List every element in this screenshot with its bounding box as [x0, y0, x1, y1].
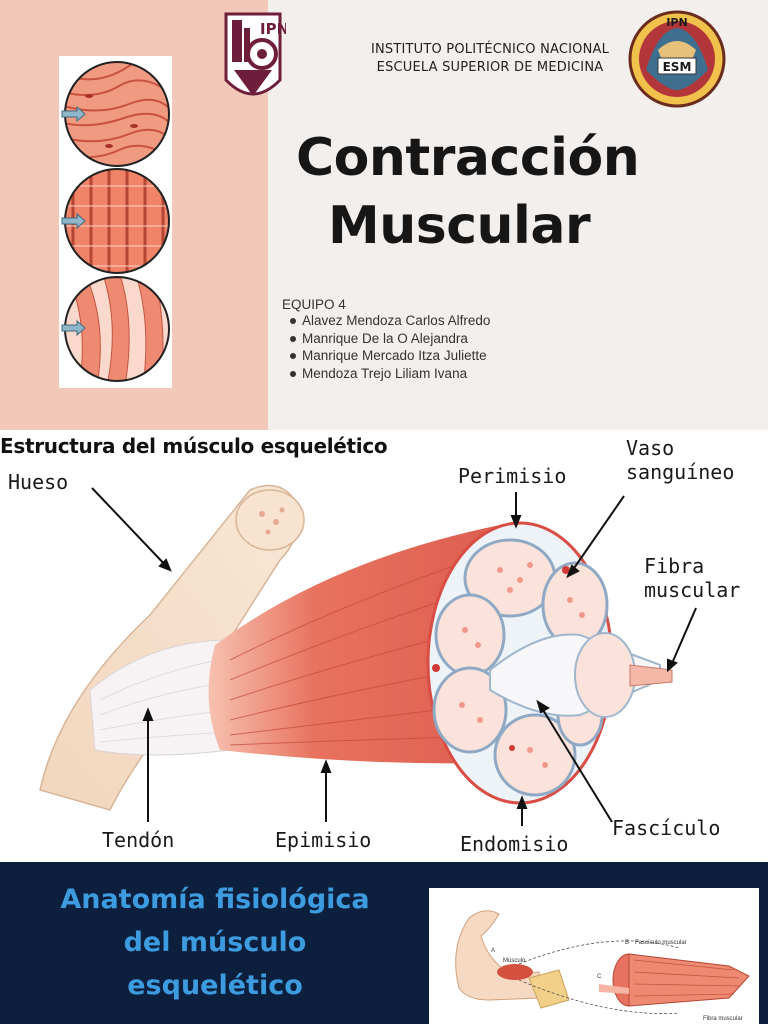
section-title-line-3: esquelético [127, 970, 303, 1001]
team-member: Mendoza Trejo Liliam Ivana [288, 365, 490, 383]
label-tendon: Tendón [102, 828, 175, 852]
esm-logo: ESM IPN [628, 10, 726, 108]
thumb-label-b: B [625, 940, 630, 946]
label-endomisio: Endomisio [460, 832, 569, 856]
section-band: Anatomía fisiológica del músculo esquelé… [0, 862, 768, 1024]
school-name: ESCUELA SUPERIOR DE MEDICINA [376, 60, 604, 75]
muscle-anatomy-illustration [39, 484, 697, 826]
label-hueso: Hueso [8, 470, 69, 494]
muscle-hierarchy-thumbnail: A Músculo B Fascículo muscular C Fibra m… [429, 888, 759, 1024]
diagram-title: Estructura del músculo esquelético [0, 434, 388, 458]
section-title-line-1: Anatomía fisiológica [60, 884, 370, 915]
muscle-fiber-illustration [59, 56, 172, 388]
team-member: Manrique Mercado Itza Juliette [288, 347, 490, 365]
label-muscular: muscular [644, 578, 741, 602]
ipn-logo: IPN [220, 10, 289, 110]
thumb-label-fibra: Fibra muscular [703, 1016, 743, 1022]
esm-logo-text: ESM [663, 60, 692, 74]
main-title-line-2: Muscular [328, 196, 591, 256]
skeletal-muscle-diagram: Estructura del músculo esquelético Hueso… [0, 430, 768, 862]
title-slide: IPN INSTITUTO POLITÉCNICO NACIONAL ESCUE… [0, 0, 768, 430]
institute-name: INSTITUTO POLITÉCNICO NACIONAL [370, 42, 610, 57]
team-label: EQUIPO 4 [282, 297, 346, 312]
label-perimisio: Perimisio [458, 464, 567, 488]
esm-logo-top-text: IPN [666, 16, 687, 29]
label-fibra: Fibra [644, 554, 705, 578]
thumb-label-c: C [597, 974, 602, 980]
ipn-logo-text: IPN [260, 20, 286, 38]
section-title-line-2: del músculo [123, 927, 307, 958]
label-sanguineo: sanguíneo [626, 460, 735, 484]
team-block: EQUIPO 4 Alavez Mendoza Carlos Alfredo M… [282, 297, 490, 382]
label-fasciculo: Fascículo [612, 816, 721, 840]
main-title-line-1: Contracción [296, 128, 640, 188]
label-vaso: Vaso [626, 436, 675, 460]
label-epimisio: Epimisio [275, 828, 372, 852]
team-member-list: Alavez Mendoza Carlos Alfredo Manrique D… [288, 312, 490, 382]
thumb-label-fasciculo: Fascículo muscular [635, 940, 687, 946]
thumb-label-a: A [491, 948, 496, 954]
thumb-label-musculo: Músculo [503, 958, 526, 964]
team-member: Alavez Mendoza Carlos Alfredo [288, 312, 490, 330]
section-title: Anatomía fisiológica del músculo esquelé… [30, 878, 400, 1007]
team-member: Manrique De la O Alejandra [288, 330, 490, 348]
